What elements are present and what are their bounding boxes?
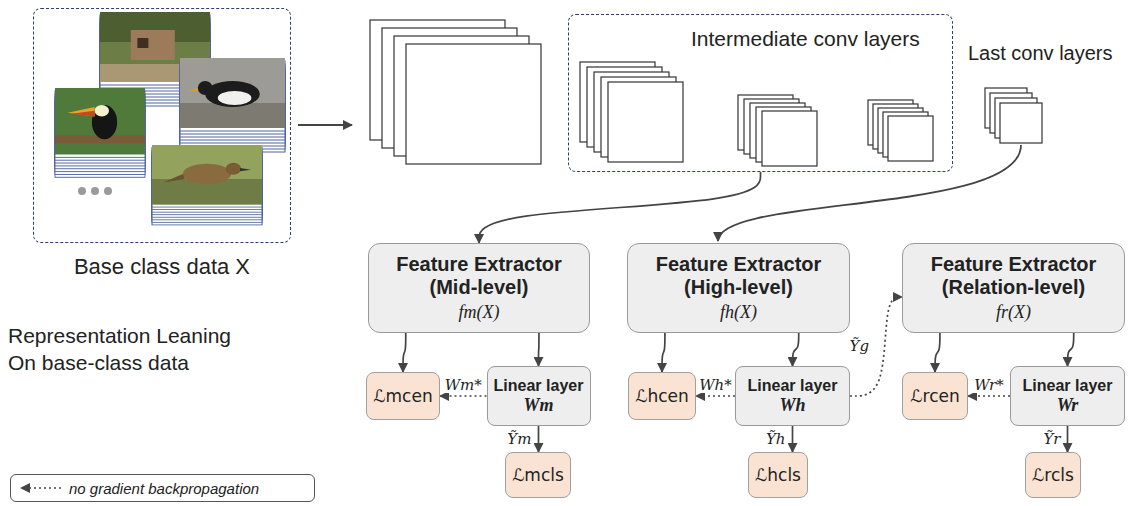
node-title: ℒmcls [512,465,564,485]
node-title: ℒrcls [1032,465,1074,485]
node-title: Feature Extractor (Mid-level) [377,253,581,299]
node-subtitle: fm(X) [459,302,500,323]
node-subtitle: Wm [523,395,553,416]
feature-extractor-box: Feature Extractor (Mid-level) fm(X) [368,243,590,333]
flow-arrow [479,172,761,243]
loss-box: ℒrcls [1025,452,1081,498]
conv-layer-stack [370,20,541,164]
no-gradient-arrow [696,395,735,397]
node-title: Linear layer [1023,377,1113,395]
node-title: Feature Extractor (Relation-level) [911,253,1116,299]
node-title: ℒmcen [373,386,432,406]
node-title: Linear layer [494,377,584,395]
linear-layer-box: Linear layerWh [735,366,850,426]
layer-label: Last conv layers [968,40,1133,66]
flow-arrow [1067,426,1069,452]
loss-box: ℒmcls [505,452,571,498]
dataset-box: Base class data X [33,8,291,243]
edge-label: Wm* [444,377,483,394]
image-stack [152,145,262,225]
last-layer-arrow [718,145,1021,241]
section-label: Representation Leaning On base-class dat… [8,322,260,377]
edge-label: Wr* [973,377,1004,394]
edge-label: Ỹr [1042,431,1061,448]
flow-arrow [662,333,665,372]
input-arrow [298,124,352,126]
loss-box: ℒmcen [366,372,440,420]
linear-layer-box: Linear layerWm [487,366,591,426]
legend-box: no gradient backpropagation [10,474,315,502]
flow-arrow [793,333,799,366]
more-dots [78,187,112,195]
no-gradient-arrow [968,395,1010,397]
flow-arrow [403,333,406,372]
node-title: Base class data X [14,254,310,280]
legend-text: no gradient backpropagation [69,480,259,497]
node-title: ℒhcen [635,386,689,406]
node-subtitle: Wh [779,395,805,416]
conv-layer-stack [738,95,817,166]
node-title: Linear layer [748,377,838,395]
node-title: ℒrcen [910,386,959,406]
image-stack [55,88,145,177]
node-subtitle: fh(X) [720,302,757,323]
loss-box: ℒrcen [902,372,968,420]
flow-arrow [792,426,794,452]
flow-arrow [1068,333,1074,366]
loss-box: ℒhcls [748,452,808,498]
node-title: Intermediate conv layers [691,27,920,51]
node-title: Feature Extractor (High-level) [636,253,841,299]
linear-layer-box: Linear layerWr [1010,366,1125,426]
node-subtitle: fr(X) [996,302,1031,323]
edge-label: Ỹg [848,338,870,355]
node-subtitle: Wr [1057,395,1079,416]
feature-extractor-box: Feature Extractor (High-level) fh(X) [627,243,850,333]
conv-layer-stack [580,62,683,162]
node-title: ℒhcls [755,465,801,485]
flow-arrow [538,333,540,366]
conv-layer-stack [868,100,933,161]
feature-extractor-box: Feature Extractor (Relation-level) fr(X) [902,243,1125,333]
edge-label: Wh* [698,377,733,394]
edge-label: Ỹh [765,431,787,448]
image-stack [180,58,285,152]
edge-label: Ỹm [506,431,532,448]
flow-arrow [538,426,540,452]
no-gradient-arrow [440,395,487,397]
loss-box: ℒhcen [628,372,696,420]
flow-arrow [935,333,940,372]
legend-line-sample [17,479,63,497]
layer-group-box: Intermediate conv layers [568,14,953,172]
conv-layer-stack [985,88,1042,143]
